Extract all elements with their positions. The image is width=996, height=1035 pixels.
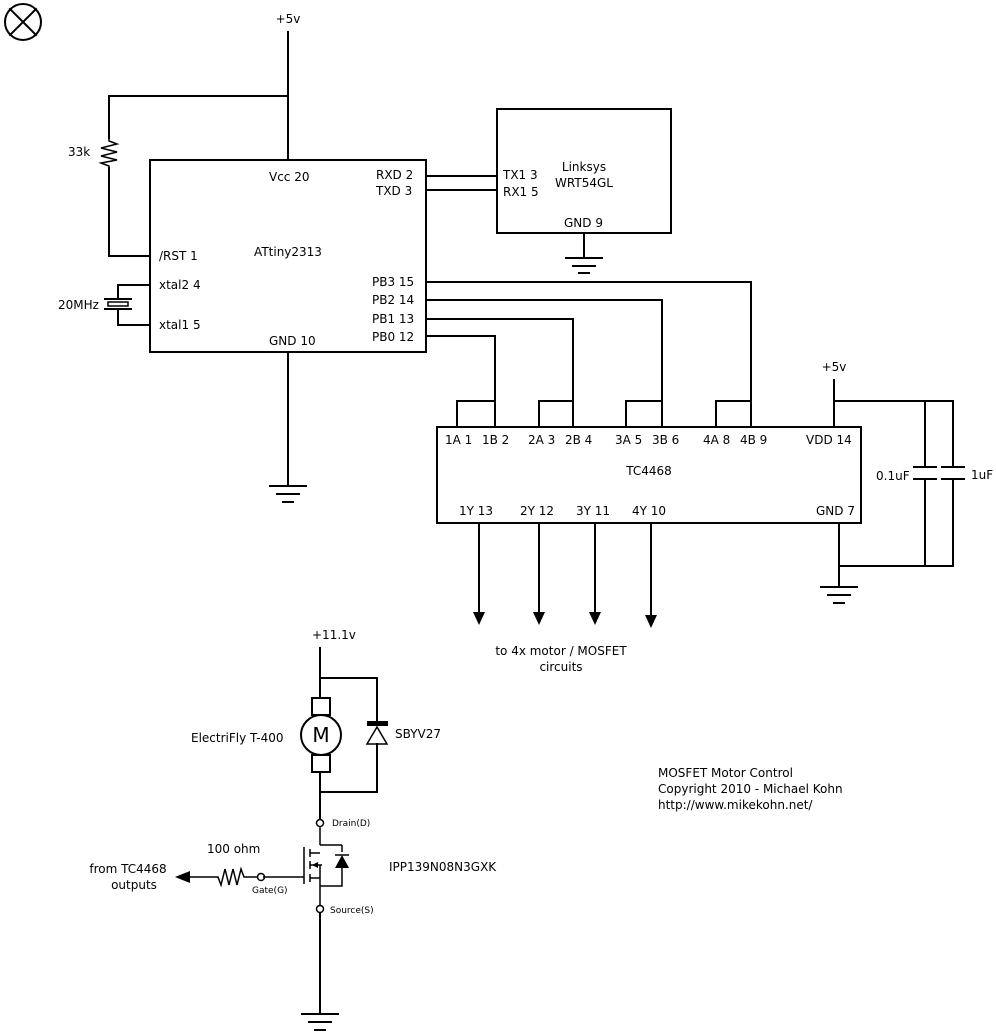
from-note-line2: outputs <box>111 878 157 892</box>
pin-1b: 1B 2 <box>482 433 509 447</box>
pin-3b: 3B 6 <box>652 433 679 447</box>
pin-4b: 4B 9 <box>740 433 767 447</box>
motor-supply-label: +11.1v <box>312 628 356 642</box>
pb1-wire <box>425 318 574 427</box>
close-icon[interactable] <box>4 3 42 41</box>
source-label: Source(S) <box>330 906 374 916</box>
pin-driver-gnd: GND 7 <box>816 504 855 518</box>
pin-1a: 1A 1 <box>445 433 472 447</box>
capacitor-1uf <box>941 466 965 480</box>
pin-tx1: TX1 3 <box>502 168 538 182</box>
mosfet-label: IPP139N08N3GXK <box>389 860 497 874</box>
supply-right-label: +5v <box>822 360 847 374</box>
ground-symbol-motor <box>301 1013 339 1031</box>
diode-label: SBYV27 <box>395 727 441 741</box>
pin-gnd: GND 10 <box>269 334 316 348</box>
pin-txd: TXD 3 <box>375 184 412 198</box>
resistor-100-ohm <box>175 866 257 888</box>
driver-chip: TC4468 1A 1 1B 2 2A 3 2B 4 3A 5 3B 6 4A … <box>436 426 862 524</box>
diode-sbyv27 <box>365 721 389 793</box>
supply-top-label: +5v <box>276 12 301 26</box>
pb0-wire <box>425 335 496 427</box>
pin-xtal2: xtal2 4 <box>159 278 201 292</box>
gate-resistor-label: 100 ohm <box>207 842 260 856</box>
attiny-name: ATtiny2313 <box>254 245 322 259</box>
pin-router-gnd: GND 9 <box>564 216 603 230</box>
crystal-label: 20MHz <box>58 298 99 312</box>
motor-label: ElectriFly T-400 <box>191 731 283 745</box>
resistor-reset-label: 33k <box>68 145 90 159</box>
driver-name: TC4468 <box>625 464 672 478</box>
credit-line2: Copyright 2010 - Michael Kohn <box>658 782 843 796</box>
drain-label: Drain(D) <box>332 819 370 829</box>
cap2-label: 1uF <box>971 468 993 482</box>
pin-4y: 4Y 10 <box>632 504 666 518</box>
pin-1y: 1Y 13 <box>459 504 493 518</box>
attiny-chip: ATtiny2313 Vcc 20 /RST 1 xtal2 4 xtal1 5… <box>149 159 427 353</box>
pin-rxd: RXD 2 <box>376 168 413 182</box>
credit-line3[interactable]: http://www.mikekohn.net/ <box>658 798 813 812</box>
pin-2b: 2B 4 <box>565 433 592 447</box>
outputs-note-line1: to 4x motor / MOSFET <box>495 644 627 658</box>
mosfet-symbol <box>256 818 349 914</box>
pin-pb2: PB2 14 <box>372 293 414 307</box>
pin-4a: 4A 8 <box>703 433 730 447</box>
credit-line1: MOSFET Motor Control <box>658 766 793 780</box>
pin-2y: 2Y 12 <box>520 504 554 518</box>
router-box: Linksys WRT54GL TX1 3 RX1 5 GND 9 <box>496 108 672 234</box>
resistor-33k <box>98 138 120 168</box>
crystal-20mhz <box>104 284 151 326</box>
pin-rst: /RST 1 <box>159 249 198 263</box>
pin-3y: 3Y 11 <box>576 504 610 518</box>
ground-symbol-attiny <box>269 485 307 503</box>
cap1-label: 0.1uF <box>876 469 910 483</box>
pin-vcc: Vcc 20 <box>269 170 310 184</box>
pin-pb0: PB0 12 <box>372 330 414 344</box>
from-note-line1: from TC4468 <box>89 862 166 876</box>
ground-symbol-router <box>565 257 603 274</box>
capacitor-0-1uf <box>913 466 937 480</box>
pin-xtal1: xtal1 5 <box>159 318 201 332</box>
pin-pb3: PB3 15 <box>372 275 414 289</box>
pin-pb1: PB1 13 <box>372 312 414 326</box>
pin-rx1: RX1 5 <box>503 185 539 199</box>
ground-symbol-driver <box>820 586 858 604</box>
pin-vdd: VDD 14 <box>806 433 852 447</box>
router-name-line1: Linksys <box>562 160 606 174</box>
outputs-note-line2: circuits <box>539 660 582 674</box>
pin-3a: 3A 5 <box>615 433 642 447</box>
pb2-wire <box>425 299 663 427</box>
motor-letter: M <box>312 723 329 747</box>
output-arrows <box>473 522 657 628</box>
router-name-line2: WRT54GL <box>555 176 613 190</box>
pb3-wire <box>425 281 752 427</box>
motor-symbol: M <box>300 697 342 773</box>
gate-label: Gate(G) <box>252 886 288 896</box>
pin-2a: 2A 3 <box>528 433 555 447</box>
